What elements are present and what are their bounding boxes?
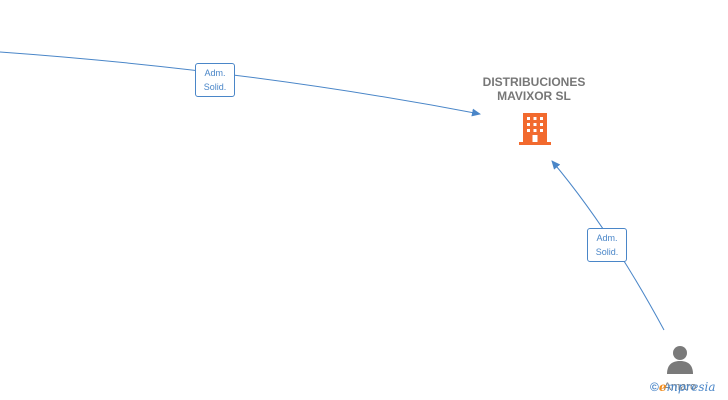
company-name[interactable]: DISTRIBUCIONES MAVIXOR SL [462,75,606,103]
empresia-watermark: ©empresia [650,379,716,395]
edge-label-role: Adm. Solid. [587,228,627,262]
edge-label-line1: Adm. [596,233,618,243]
edge-label-role: Adm. Solid. [195,63,235,97]
edge-line-left-to-company [0,51,481,117]
person-icon[interactable] [664,344,696,376]
person-name[interactable]: Amaro [663,381,697,393]
brand-rest: mpresia [666,380,716,394]
edge-label-line2: Solid. [203,82,227,92]
company-name-line1: DISTRIBUCIONES [482,75,586,89]
building-icon[interactable] [518,110,552,146]
company-name-line2: MAVIXOR SL [497,89,571,103]
copyright-symbol: © [650,380,659,394]
edge-label-line2: Solid. [595,247,619,257]
edge-label-line1: Adm. [204,68,226,78]
brand-e: e [658,380,667,394]
